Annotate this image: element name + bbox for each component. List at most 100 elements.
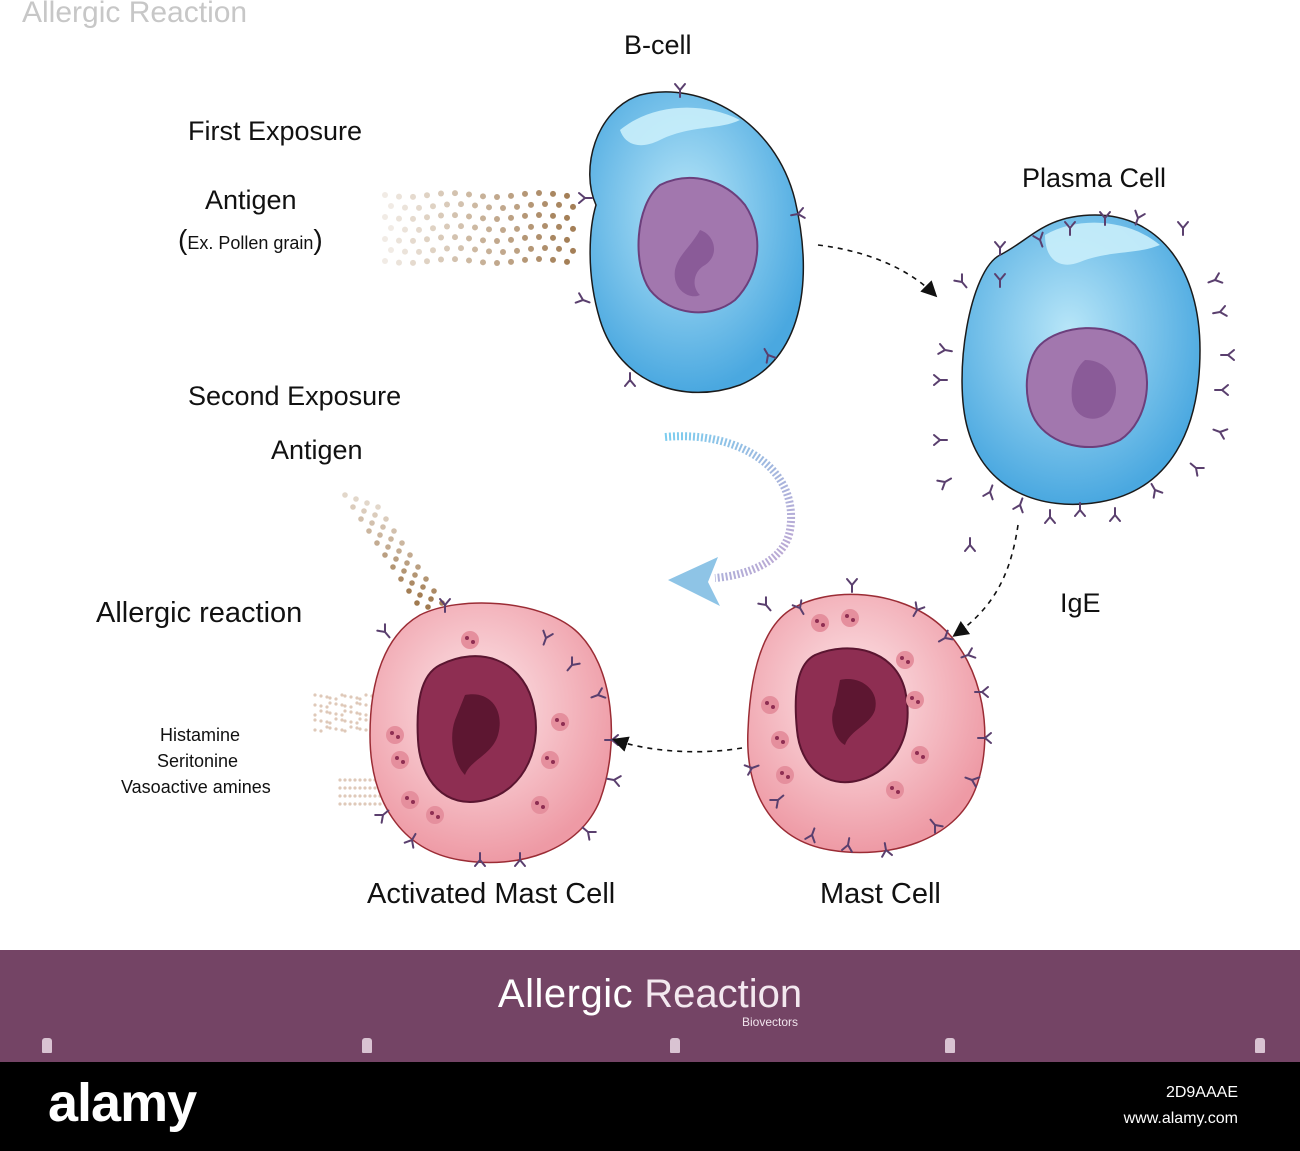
pollen-grain — [396, 193, 402, 200]
pollen-grain — [444, 223, 450, 230]
footer-bar: alamy 2D9AAAE www.alamy.com — [0, 1062, 1300, 1151]
pollen-grain — [564, 258, 570, 265]
mediator-dot — [338, 794, 342, 798]
antibody-icon — [581, 826, 597, 841]
plasma-cell-nucleus-shade — [1071, 360, 1116, 419]
mediator-dot — [343, 794, 347, 798]
mediator-dot — [343, 694, 347, 698]
pollen-grain — [458, 223, 464, 230]
granule-dot — [910, 696, 914, 700]
pollen-example-label: (Ex. Pollen grain) — [178, 224, 323, 256]
granule-dot — [401, 760, 405, 764]
mediator-dot — [313, 718, 317, 722]
pollen-grain — [391, 528, 397, 534]
pollen-grain — [556, 201, 562, 208]
antibody-icon — [542, 629, 554, 646]
pollen-grain — [399, 540, 405, 546]
granule-dot — [465, 636, 469, 640]
mediator-dot — [325, 720, 329, 724]
pollen-grain — [416, 204, 422, 211]
pollen-grain — [425, 604, 431, 610]
pollen-grain — [409, 580, 415, 586]
mediator-dot — [340, 713, 344, 717]
mediator-dot — [338, 802, 342, 806]
pollen-grain — [486, 248, 492, 255]
granule-dot — [430, 811, 434, 815]
granule-dot — [890, 786, 894, 790]
antibody-icon — [1220, 349, 1235, 361]
mediator-dot — [363, 802, 367, 806]
plasma-cell — [961, 214, 1201, 506]
b-cell-label: B-cell — [624, 30, 692, 60]
mast-cell-nucleus-shade — [832, 679, 876, 745]
pollen-grain — [452, 212, 458, 219]
plasma-cell-label: Plasma Cell — [1022, 163, 1167, 193]
granule — [761, 696, 779, 714]
antibody-icon — [439, 598, 451, 613]
mediator-dot — [343, 729, 347, 733]
pollen-grain — [494, 215, 500, 222]
image-id: 2D9AAAE — [1165, 1084, 1238, 1101]
mediator-dot — [353, 778, 357, 782]
granule-dot — [845, 614, 849, 618]
pollen-grain — [500, 226, 506, 233]
antibody-icon — [1207, 272, 1224, 284]
pollen-example-text: Ex. Pollen grain — [187, 233, 314, 253]
pollen-grain — [390, 564, 396, 570]
antibody-icon — [1189, 462, 1205, 477]
antibody-icon — [937, 629, 954, 643]
pollen-grain — [364, 500, 370, 506]
pollen-grain — [514, 225, 520, 232]
antibody-icon — [763, 347, 777, 364]
antibody-icon — [1032, 231, 1044, 248]
pollen-grain — [424, 192, 430, 199]
antibody-icon — [964, 537, 976, 552]
mediator-dot — [343, 719, 347, 723]
mediator-dot — [348, 786, 352, 790]
granule-dot — [396, 735, 400, 739]
first-exposure-label: First Exposure — [188, 116, 363, 146]
pollen-grain — [428, 596, 434, 602]
pollen-grain — [410, 215, 416, 222]
antibody-icon — [1044, 509, 1056, 524]
arrow-mast-to-activated — [611, 736, 743, 753]
pollen-grain — [480, 237, 486, 244]
pollen-grain — [452, 234, 458, 241]
mediator-dot — [319, 709, 323, 713]
antibody-icon — [1134, 209, 1146, 226]
arrow-bcell-to-plasma — [817, 244, 938, 298]
pollen-grain — [430, 203, 436, 210]
granule-dot — [821, 623, 825, 627]
granule-dot — [906, 660, 910, 664]
pollen-close-paren: ) — [313, 224, 323, 255]
pollen-grain — [458, 245, 464, 252]
title-banner: Allergic Reaction Biovectors — [0, 950, 1300, 1062]
pollen-grain — [353, 496, 359, 502]
antibody-icon — [936, 477, 953, 491]
antibody-icon — [1214, 384, 1229, 396]
mediator-dot — [319, 719, 323, 723]
granule-dot — [780, 771, 784, 775]
pollen-grain — [342, 492, 348, 498]
pollen-grain — [542, 201, 548, 208]
pollen-grain — [480, 215, 486, 222]
granule-dot — [561, 722, 565, 726]
pollen-grain — [570, 203, 576, 210]
granule — [401, 791, 419, 809]
pollen-grain — [396, 237, 402, 244]
pollen-grain — [416, 248, 422, 255]
activated-mast-cell-nucleus-shade — [452, 694, 500, 775]
pollen-grain — [382, 192, 388, 198]
pollen-grain — [402, 248, 408, 255]
pollen-open-paren: ( — [178, 224, 188, 255]
pollen-grain — [528, 201, 534, 208]
banner-title-bold: Allergic — [497, 972, 634, 1016]
mediator-dot — [340, 703, 344, 707]
mediator-dot — [313, 728, 317, 732]
granule-dot — [390, 731, 394, 735]
pollen-grain — [396, 215, 402, 222]
antibody-icon — [474, 852, 486, 867]
pollen-grain — [444, 245, 450, 252]
activated-mast-cell-label: Activated Mast Cell — [367, 878, 616, 910]
mediator-dot — [358, 702, 362, 706]
